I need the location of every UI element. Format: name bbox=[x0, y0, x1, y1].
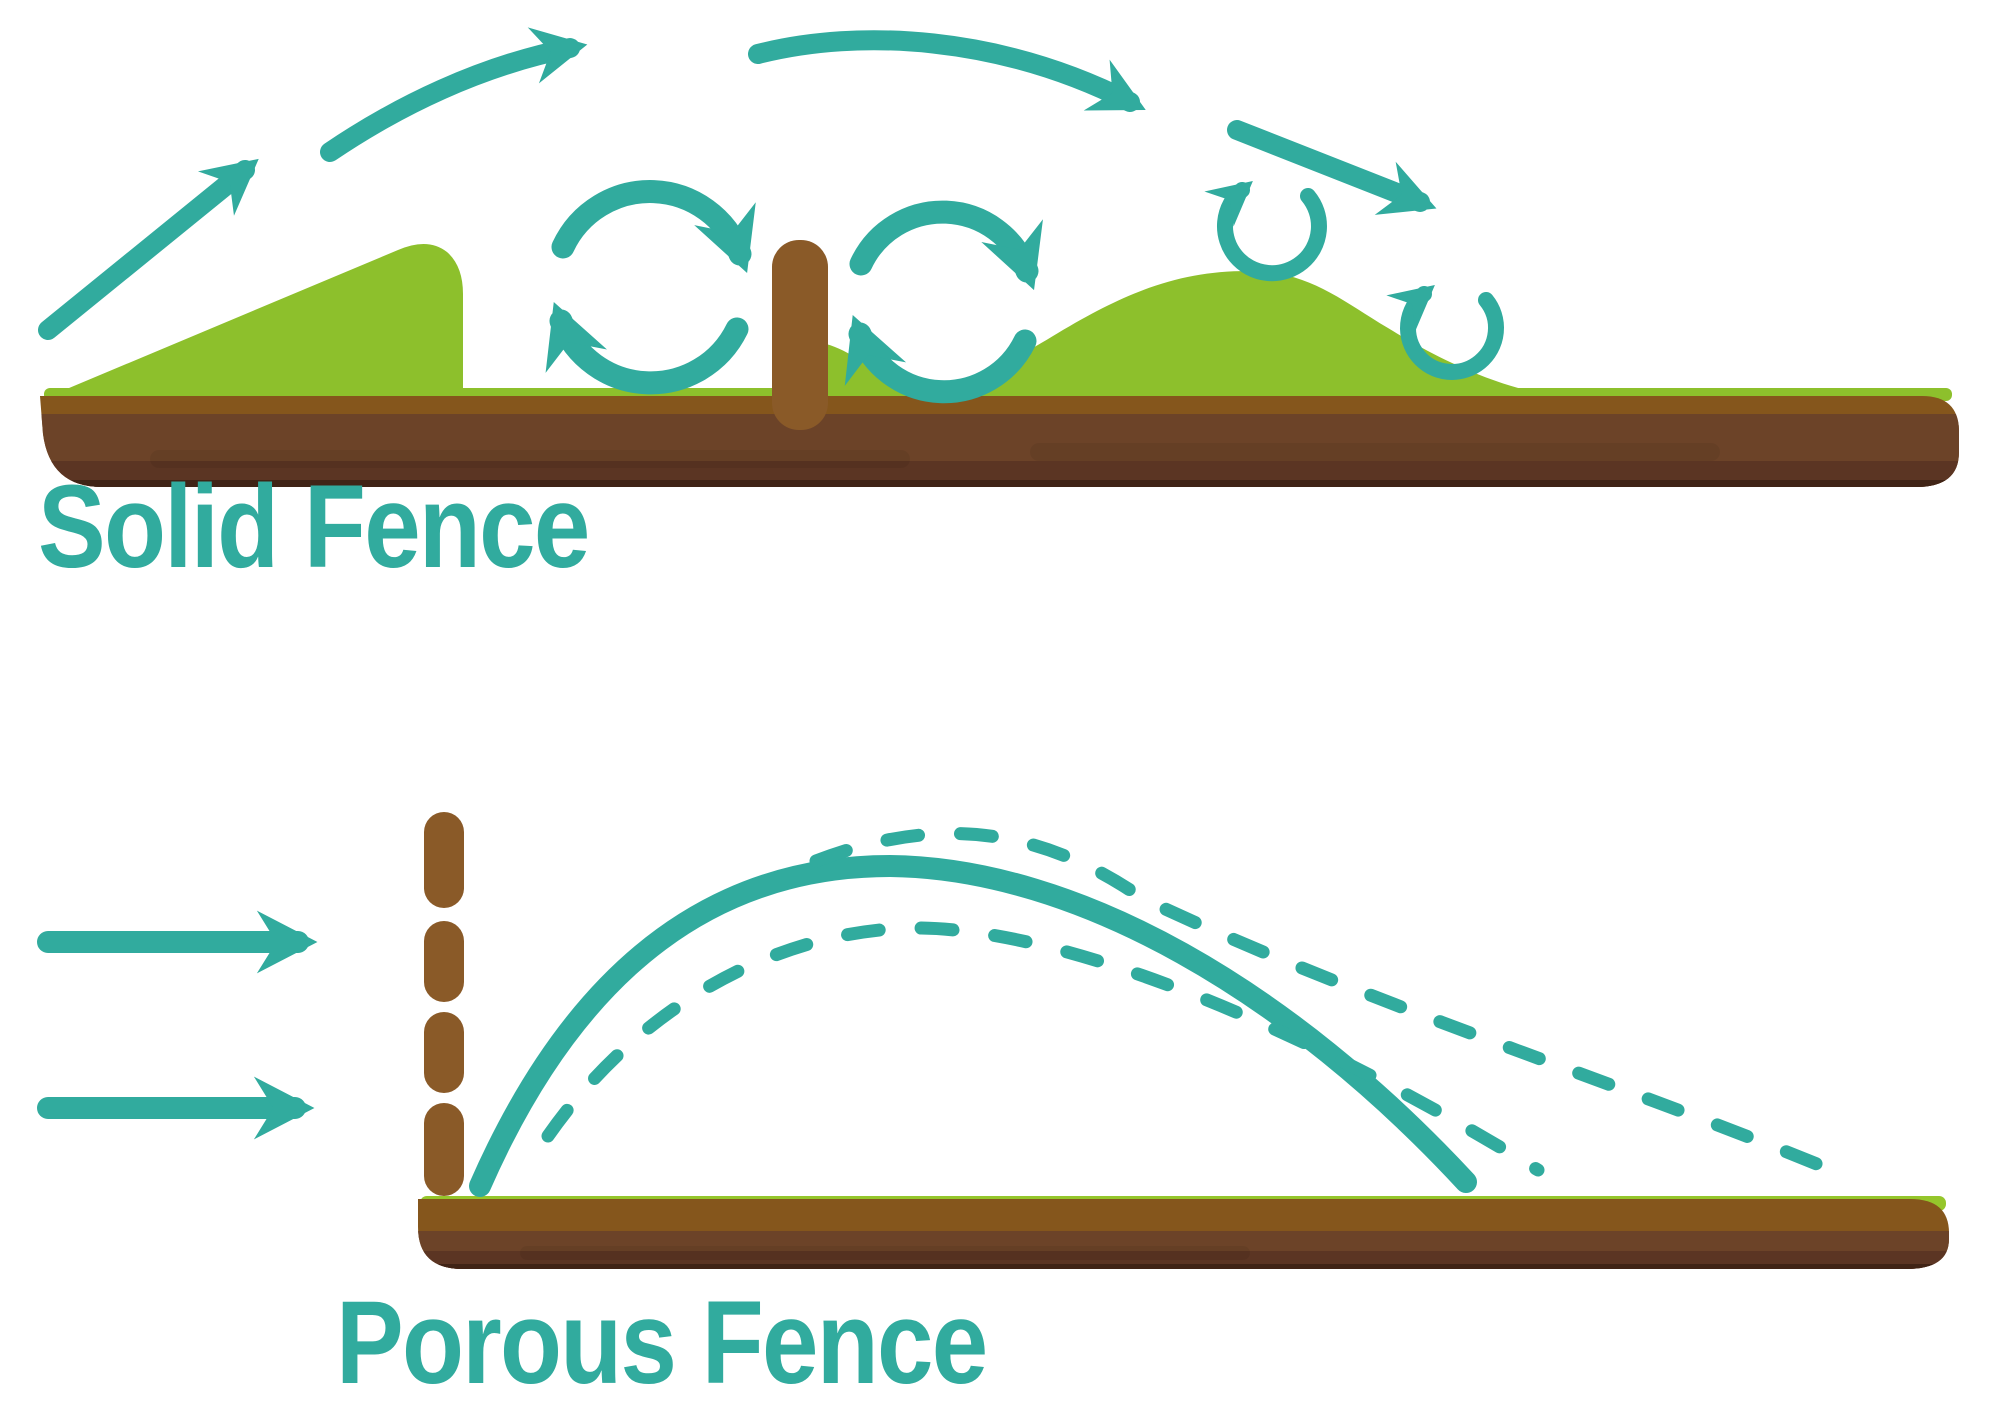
soil-bottom-edge bbox=[418, 1264, 1949, 1269]
flow-curve-solid bbox=[469, 854, 1477, 1197]
wind-arrow-descending-icon bbox=[1227, 120, 1437, 215]
vortex-bottom-arc bbox=[545, 302, 749, 395]
vortex-bottom-arc bbox=[844, 315, 1037, 404]
wind-arrow-ascending-1-icon bbox=[38, 158, 259, 340]
vortex-top-arc bbox=[551, 180, 756, 274]
fence-slat bbox=[424, 1103, 464, 1196]
wind-flow-arrows bbox=[38, 27, 1437, 340]
eddy-curl-lower-icon bbox=[1386, 284, 1504, 380]
wind-arrow-over-fence-icon bbox=[748, 30, 1146, 112]
ground-soil bbox=[40, 396, 1959, 487]
eddy-curl-upper-icon bbox=[1204, 180, 1327, 282]
soil-texture-streak bbox=[1030, 443, 1720, 461]
fence-slat bbox=[424, 1012, 464, 1093]
vortex-windward-icon bbox=[545, 180, 756, 395]
porous-fence-label: Porous Fence bbox=[336, 1277, 988, 1409]
fence-slat bbox=[424, 812, 464, 908]
vortex-top-arc bbox=[849, 200, 1043, 291]
flow-curve-dashed-outer bbox=[809, 827, 1853, 1183]
flow-curve-dashed-inner bbox=[541, 921, 1545, 1177]
wind-arrow-ascending-2-icon bbox=[320, 27, 588, 162]
fence-slat bbox=[424, 921, 464, 1002]
soil-bottom-edge bbox=[40, 480, 1959, 487]
snow-drift-windward bbox=[50, 243, 463, 396]
porous-fence-scene bbox=[37, 812, 1949, 1269]
soil-texture-streak bbox=[150, 450, 910, 468]
solid-fence-label: Solid Fence bbox=[38, 461, 590, 593]
ground-soil bbox=[418, 1199, 1949, 1269]
vortex-leeward-icon bbox=[844, 200, 1043, 404]
porous-fence-slats bbox=[424, 812, 464, 1196]
soil-texture-streak bbox=[520, 1246, 1250, 1260]
solid-fence-scene bbox=[38, 27, 1959, 487]
incoming-wind-arrows bbox=[37, 910, 318, 1140]
solid-fence-post bbox=[772, 240, 828, 430]
